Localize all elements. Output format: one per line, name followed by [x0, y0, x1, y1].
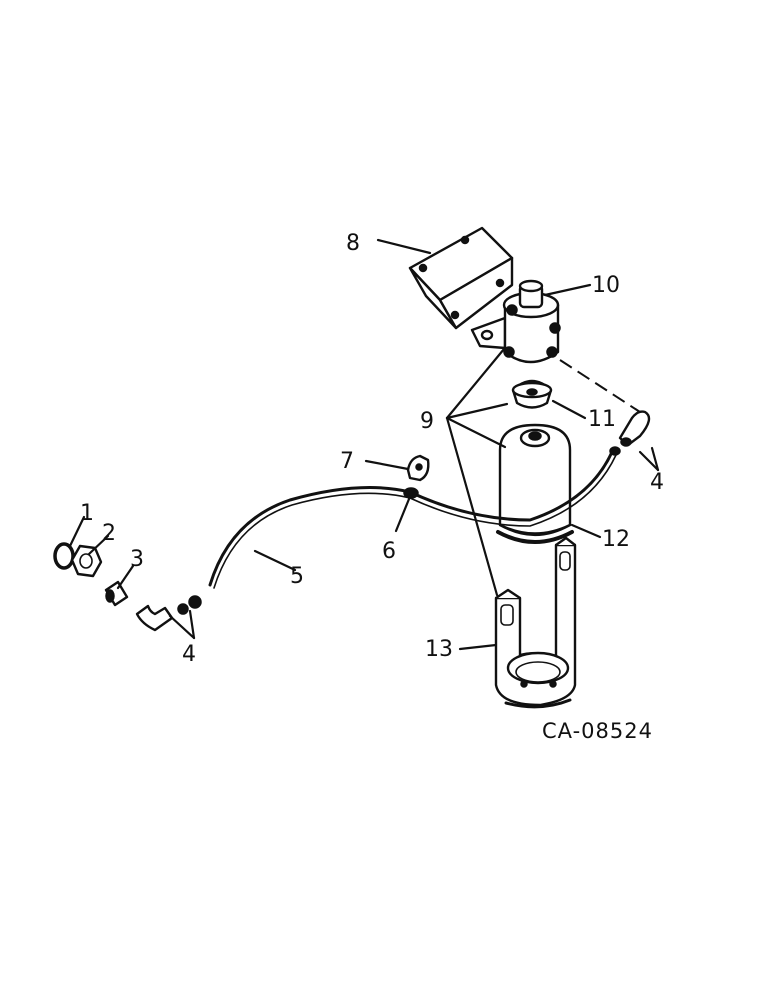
callout-12: 12: [602, 527, 630, 552]
callout-1: 1: [80, 501, 94, 526]
callout-13: 13: [425, 637, 453, 662]
callout-7: 7: [340, 449, 354, 474]
left-elbow-fitting: [135, 595, 202, 632]
canister-holder: [494, 536, 577, 709]
callout-4-left: 4: [182, 642, 196, 667]
callout-9: 9: [420, 409, 434, 434]
filter-head: [470, 279, 561, 364]
filter-canister: [496, 423, 574, 544]
callout-6: 6: [382, 539, 396, 564]
line-grommet: [403, 487, 419, 499]
washer: [53, 542, 75, 570]
callout-4-right: 4: [650, 470, 664, 495]
dashed-connection-line: [559, 359, 641, 413]
callout-8: 8: [346, 231, 360, 256]
connector-fitting: [104, 580, 129, 607]
right-elbow-fitting: [609, 410, 651, 456]
callout-5: 5: [290, 564, 304, 589]
callout-10: 10: [592, 273, 620, 298]
line-clip: [406, 454, 430, 482]
mounting-bracket: [408, 226, 514, 330]
callout-11: 11: [588, 407, 616, 432]
callout-3: 3: [130, 547, 144, 572]
leader-lines: [68, 238, 660, 651]
callout-2: 2: [102, 521, 116, 546]
hex-nut: [70, 544, 103, 578]
reference-code: CA-08524: [542, 719, 653, 743]
filter-element-cap: [511, 379, 553, 409]
